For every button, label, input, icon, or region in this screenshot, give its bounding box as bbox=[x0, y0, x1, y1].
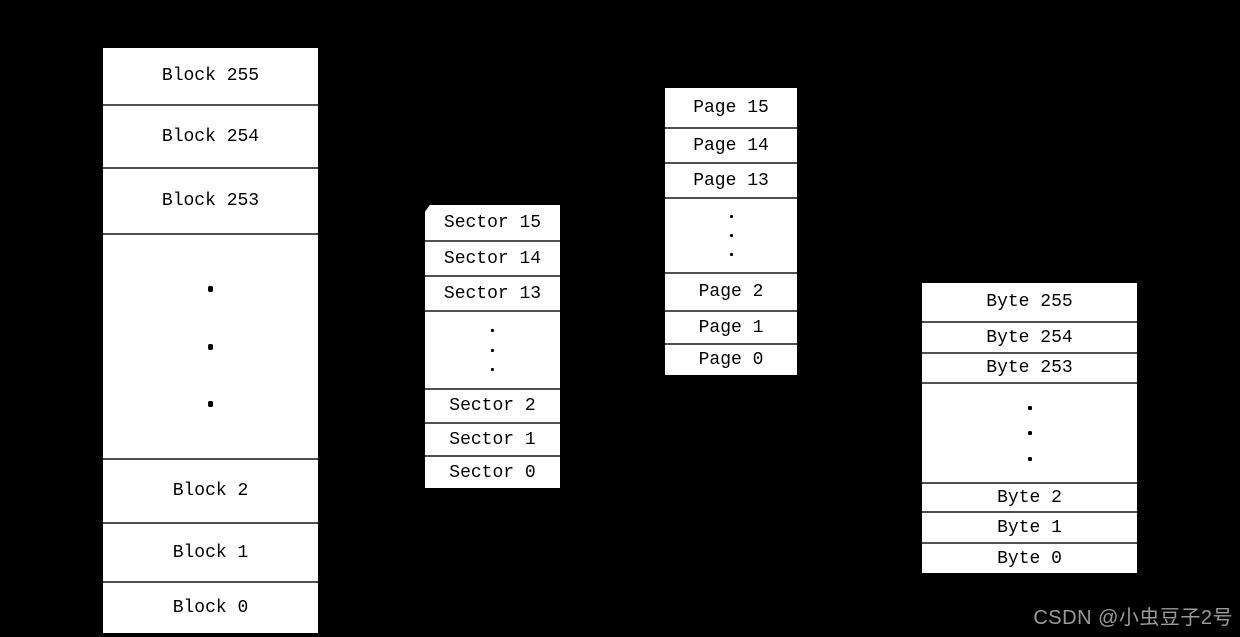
block-253-cell: Block 253 bbox=[103, 167, 318, 233]
page-13-cell: Page 13 bbox=[665, 162, 797, 197]
dot bbox=[729, 215, 733, 218]
sector-2-cell: Sector 2 bbox=[425, 388, 560, 422]
dot bbox=[1027, 456, 1032, 461]
byte-2-cell: Byte 2 bbox=[922, 482, 1137, 511]
byte-0-cell: Byte 0 bbox=[922, 542, 1137, 573]
block-254-cell: Block 254 bbox=[103, 104, 318, 167]
page-0-cell: Page 0 bbox=[665, 343, 797, 375]
block-0-cell: Block 0 bbox=[103, 581, 318, 633]
sector-15-cell: Sector 15 bbox=[443, 212, 542, 233]
block-255-cell: Block 255 bbox=[161, 66, 260, 86]
dot bbox=[729, 253, 733, 256]
byte-255-cell: Byte 255 bbox=[986, 292, 1073, 312]
corner-notch-artifact bbox=[424, 198, 430, 213]
byte-column: Byte 255 Byte 254 Byte 253 Byte 2 Byte 1… bbox=[922, 283, 1137, 573]
dot bbox=[1027, 405, 1032, 410]
sector-column: Sector 15 Sector 14 Sector 13 Sector 2 S… bbox=[424, 198, 560, 488]
csdn-watermark: CSDN @小虫豆子2号 bbox=[1033, 607, 1233, 629]
block-column: Block 255 Block 254 Block 253 Block 2 Bl… bbox=[103, 48, 318, 633]
dot bbox=[208, 286, 213, 293]
sector-1-cell: Sector 1 bbox=[425, 422, 560, 455]
dot bbox=[491, 348, 494, 352]
sector-0-cell: Sector 0 bbox=[425, 455, 560, 488]
sector-14-cell: Sector 14 bbox=[425, 240, 560, 275]
byte-253-cell: Byte 253 bbox=[922, 352, 1137, 382]
sector-13-cell: Sector 13 bbox=[425, 275, 560, 310]
page-14-cell: Page 14 bbox=[665, 127, 797, 162]
page-15-cell: Page 15 bbox=[693, 97, 769, 118]
vertical-ellipsis-icon bbox=[665, 197, 797, 272]
dot bbox=[491, 328, 494, 332]
page-1-cell: Page 1 bbox=[665, 310, 797, 343]
dot bbox=[208, 343, 213, 350]
dot bbox=[729, 234, 733, 237]
vertical-ellipsis-icon bbox=[425, 310, 560, 388]
page-2-cell: Page 2 bbox=[665, 272, 797, 310]
block-2-cell: Block 2 bbox=[103, 458, 318, 522]
dot bbox=[491, 368, 494, 372]
byte-254-cell: Byte 254 bbox=[922, 321, 1137, 352]
page-column: Page 15 Page 14 Page 13 Page 2 Page 1 Pa… bbox=[665, 88, 797, 375]
byte-1-cell: Byte 1 bbox=[922, 511, 1137, 542]
dot bbox=[208, 400, 213, 407]
vertical-ellipsis-icon bbox=[922, 382, 1137, 482]
dot bbox=[1027, 431, 1032, 435]
vertical-ellipsis-icon bbox=[103, 233, 318, 458]
block-1-cell: Block 1 bbox=[103, 522, 318, 581]
